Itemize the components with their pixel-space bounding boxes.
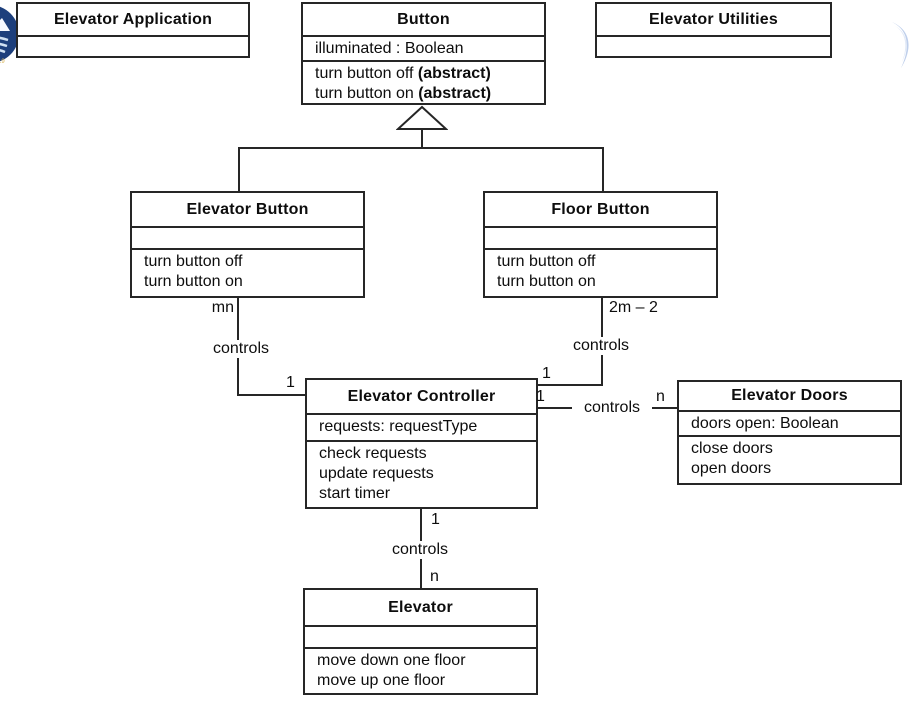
class-title: Floor Button (485, 193, 716, 228)
method-line: turn button off (abstract) (315, 65, 491, 82)
class-title: Elevator Doors (679, 382, 900, 412)
class-title: Elevator Application (18, 4, 248, 37)
multiplicity-label: 1 (431, 511, 440, 528)
class-title: Elevator Button (132, 193, 363, 228)
multiplicity-label: n (430, 568, 439, 585)
generalization-branch-line-elevator-button (238, 147, 240, 192)
university-seal-icon: 19 (0, 6, 19, 65)
method-line: move down one floor (317, 652, 466, 669)
class-attribute: doors open: Boolean (679, 412, 900, 437)
class-methods: close doors open doors (679, 437, 900, 483)
class-box-elevator-button: Elevator Button turn button off turn but… (130, 191, 365, 298)
class-box-elevator-application: Elevator Application (16, 2, 250, 58)
multiplicity-label: n (656, 388, 665, 405)
multiplicity-label: 1 (536, 388, 545, 405)
method-line: turn button on (144, 273, 243, 290)
class-attributes-empty (485, 228, 716, 250)
class-methods: turn button off turn button on (485, 250, 716, 296)
method-line: open doors (691, 460, 772, 477)
method-line: turn button off (144, 253, 243, 270)
class-title: Elevator Controller (307, 380, 536, 415)
class-attribute: requests: requestType (307, 415, 536, 442)
multiplicity-label: mn (211, 299, 234, 316)
generalization-stem-line (421, 129, 423, 149)
class-attributes-empty (132, 228, 363, 250)
method-line: turn button on (abstract) (315, 85, 492, 102)
association-name-label: controls (561, 337, 641, 355)
generalization-branch-line-floor-button (602, 147, 604, 192)
class-box-elevator-utilities: Elevator Utilities (595, 2, 832, 58)
association-name-label: controls (572, 399, 652, 417)
class-title: Elevator (305, 590, 536, 627)
class-methods: turn button off turn button on (132, 250, 363, 296)
method-line: start timer (319, 485, 391, 502)
class-title: Elevator Utilities (597, 4, 830, 37)
class-box-button: Button illuminated : Boolean turn button… (301, 2, 546, 105)
class-box-floor-button: Floor Button turn button off turn button… (483, 191, 718, 298)
page-corner-swoosh-icon (892, 22, 909, 68)
multiplicity-label: 1 (542, 365, 551, 382)
class-box-elevator-doors: Elevator Doors doors open: Boolean close… (677, 380, 902, 485)
association-line (538, 384, 603, 386)
class-attributes-empty (305, 627, 536, 649)
class-attributes-empty (597, 37, 830, 56)
association-line (237, 394, 305, 396)
class-methods: check requests update requests start tim… (307, 442, 536, 507)
method-line: turn button off (497, 253, 596, 270)
generalization-triangle-icon (396, 105, 448, 130)
method-line: close doors (691, 440, 773, 457)
class-box-elevator: Elevator move down one floor move up one… (303, 588, 538, 695)
svg-text:19: 19 (0, 59, 5, 65)
class-box-elevator-controller: Elevator Controller requests: requestTyp… (305, 378, 538, 509)
multiplicity-label: 1 (286, 374, 295, 391)
class-methods: move down one floor move up one floor (305, 649, 536, 693)
class-methods: turn button off (abstract) turn button o… (303, 62, 544, 104)
generalization-horizontal-line (238, 147, 604, 149)
method-line: turn button on (497, 273, 596, 290)
class-title: Button (303, 4, 544, 37)
class-attribute: illuminated : Boolean (303, 37, 544, 62)
method-line: move up one floor (317, 672, 446, 689)
association-name-label: controls (201, 340, 281, 358)
class-attributes-empty (18, 37, 248, 56)
method-line: check requests (319, 445, 427, 462)
multiplicity-label: 2m – 2 (609, 299, 658, 316)
method-line: update requests (319, 465, 434, 482)
association-name-label: controls (380, 541, 460, 559)
